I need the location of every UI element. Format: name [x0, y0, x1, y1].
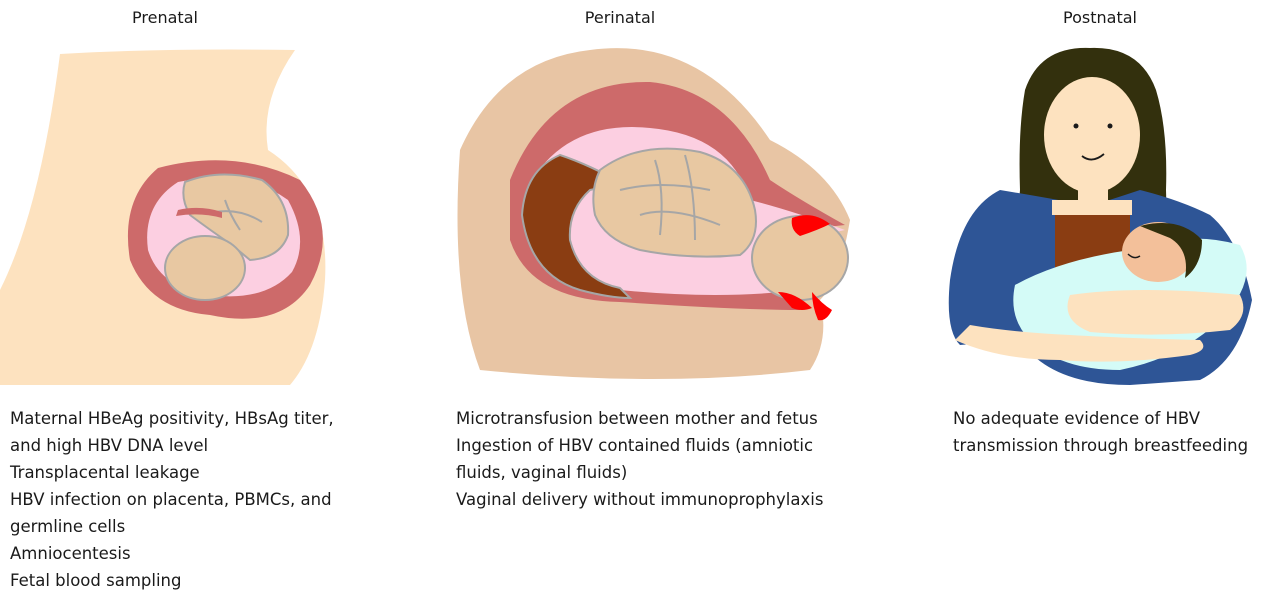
prenatal-note: and high HBV DNA level — [10, 432, 334, 459]
postnatal-note: transmission through breastfeeding — [953, 432, 1248, 459]
prenatal-note: HBV infection on placenta, PBMCs, and — [10, 486, 334, 513]
prenatal-title: Prenatal — [100, 8, 230, 27]
postnatal-note: No adequate evidence of HBV — [953, 405, 1248, 432]
baby-head — [1122, 222, 1202, 282]
perinatal-illustration — [440, 40, 860, 385]
perinatal-note: fluids, vaginal fluids) — [456, 459, 823, 486]
prenatal-illustration — [0, 40, 360, 385]
postnatal-illustration — [940, 40, 1264, 390]
postnatal-notes: No adequate evidence of HBV transmission… — [953, 405, 1248, 459]
prenatal-note: Maternal HBeAg positivity, HBsAg titer, — [10, 405, 334, 432]
perinatal-notes: Microtransfusion between mother and fetu… — [456, 405, 823, 513]
prenatal-note: Transplacental leakage — [10, 459, 334, 486]
prenatal-notes: Maternal HBeAg positivity, HBsAg titer, … — [10, 405, 334, 594]
prenatal-note: Amniocentesis — [10, 540, 334, 567]
prenatal-note: germline cells — [10, 513, 334, 540]
perinatal-note: Microtransfusion between mother and fetu… — [456, 405, 823, 432]
perinatal-title: Perinatal — [555, 8, 685, 27]
prenatal-note: Fetal blood sampling — [10, 567, 334, 594]
perinatal-note: Ingestion of HBV contained fluids (amnio… — [456, 432, 823, 459]
perinatal-note: Vaginal delivery without immunoprophylax… — [456, 486, 823, 513]
postnatal-title: Postnatal — [1035, 8, 1165, 27]
